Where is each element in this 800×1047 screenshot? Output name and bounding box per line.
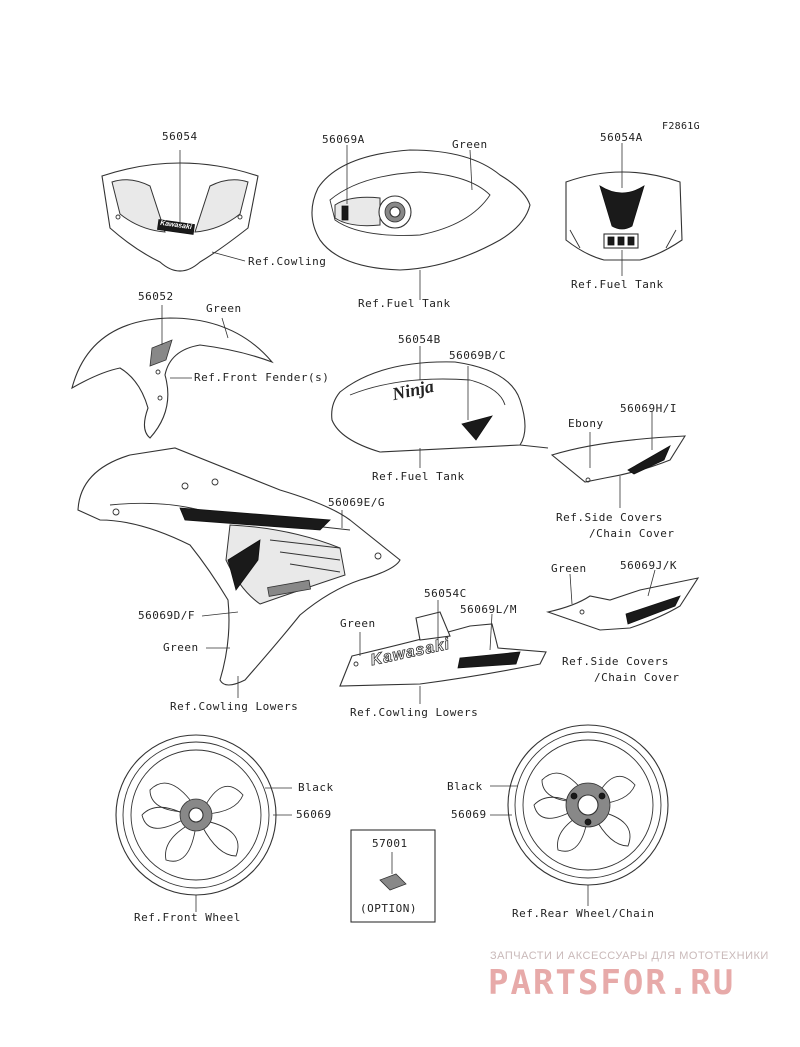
label-ref-cowling: Ref.Cowling xyxy=(248,255,327,268)
watermark-brand: PARTSFOR.RU xyxy=(488,963,736,1003)
label-green-tank: Green xyxy=(452,138,488,151)
label-ref-fuel-tank-1: Ref.Fuel Tank xyxy=(571,278,664,291)
label-green-cowling: Green xyxy=(163,641,199,654)
label-green-fender: Green xyxy=(206,302,242,315)
label-56069-front[interactable]: 56069 xyxy=(296,808,332,821)
side-cover-b-drawing xyxy=(545,569,700,631)
label-56054a[interactable]: 56054A xyxy=(600,131,643,144)
label-ebony: Ebony xyxy=(568,417,604,430)
label-ref-side-covers-2b: /Chain Cover xyxy=(594,671,680,684)
label-option: (OPTION) xyxy=(360,902,417,915)
cowling-lowers-drawing xyxy=(339,600,547,704)
label-ref-front-wheel: Ref.Front Wheel xyxy=(134,911,241,924)
decal-pack-drawing xyxy=(350,829,436,923)
label-ref-fuel-tank-2: Ref.Fuel Tank xyxy=(358,297,451,310)
label-56069jk[interactable]: 56069J/K xyxy=(620,559,677,572)
rear-wheel-drawing xyxy=(490,724,669,906)
windshield-a-drawing xyxy=(565,143,683,276)
watermark-subtitle: ЗАПЧАСТИ И АКСЕССУАРЫ ДЛЯ МОТОТЕХНИКИ xyxy=(490,950,769,962)
label-56069hi[interactable]: 56069H/I xyxy=(620,402,677,415)
label-ref-fuel-tank-3: Ref.Fuel Tank xyxy=(372,470,465,483)
label-56052[interactable]: 56052 xyxy=(138,290,174,303)
label-ref-side-covers-2a: Ref.Side Covers xyxy=(562,655,669,668)
side-cover-a-drawing xyxy=(550,412,687,508)
label-ref-rear-wheel: Ref.Rear Wheel/Chain xyxy=(512,907,655,920)
front-fender-drawing xyxy=(71,305,274,439)
label-ref-cowling-lowers-2: Ref.Cowling Lowers xyxy=(350,706,479,719)
cowling-drawing xyxy=(77,447,401,698)
label-56069a[interactable]: 56069A xyxy=(322,133,365,146)
label-56054[interactable]: 56054 xyxy=(162,130,198,143)
label-57001[interactable]: 57001 xyxy=(372,837,408,850)
front-wheel-drawing xyxy=(115,734,292,912)
label-56069bc[interactable]: 56069B/C xyxy=(449,349,506,362)
label-green-lowers: Green xyxy=(340,617,376,630)
label-56069-rear[interactable]: 56069 xyxy=(451,808,487,821)
label-black-front: Black xyxy=(298,781,334,794)
label-56054b[interactable]: 56054B xyxy=(398,333,441,346)
label-56054c[interactable]: 56054C xyxy=(424,587,467,600)
label-ref-side-covers-1b: /Chain Cover xyxy=(589,527,675,540)
fuel-tank-top-drawing xyxy=(311,145,531,300)
label-black-rear: Black xyxy=(447,780,483,793)
label-56069eg[interactable]: 56069E/G xyxy=(328,496,385,509)
label-56069lm[interactable]: 56069L/M xyxy=(460,603,517,616)
label-green-side: Green xyxy=(551,562,587,575)
figure-code: F2861G xyxy=(662,121,700,132)
label-ref-cowling-lowers-1: Ref.Cowling Lowers xyxy=(170,700,299,713)
label-56069df[interactable]: 56069D/F xyxy=(138,609,195,622)
windshield-drawing xyxy=(101,150,259,272)
fuel-tank-side-drawing xyxy=(331,346,549,468)
label-ref-front-fender: Ref.Front Fender(s) xyxy=(194,371,330,384)
label-ref-side-covers-1a: Ref.Side Covers xyxy=(556,511,663,524)
